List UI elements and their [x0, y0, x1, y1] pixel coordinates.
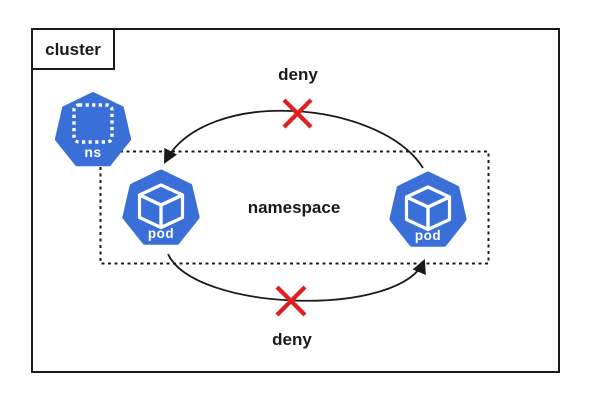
pod-icon-left-label: pod: [148, 226, 174, 241]
deny-label-top: deny: [278, 65, 318, 84]
ns-heptagon-shape: [55, 92, 131, 167]
cube-icon: [404, 185, 452, 232]
deny-arrow-bottom: [167, 253, 426, 302]
ns-icon-label: ns: [84, 144, 101, 160]
cluster-boundary-box: [31, 28, 560, 373]
pod-icon-right: pod: [389, 171, 467, 247]
deny-label-bottom: deny: [272, 330, 312, 349]
deny-x-bottom-icon: [275, 285, 307, 317]
deny-x-top-icon: [282, 98, 313, 129]
pod-icon-left: pod: [122, 169, 200, 245]
namespace-label: namespace: [247, 198, 341, 217]
pod-icon-right-label: pod: [415, 228, 441, 243]
namespace-dashed-box: [99, 150, 490, 265]
ns-icon: ns: [55, 92, 131, 167]
ns-dashed-square-glyph: [72, 103, 114, 144]
cluster-label: cluster: [45, 39, 101, 59]
cube-icon: [137, 183, 185, 230]
cluster-label-box: cluster: [31, 28, 115, 70]
